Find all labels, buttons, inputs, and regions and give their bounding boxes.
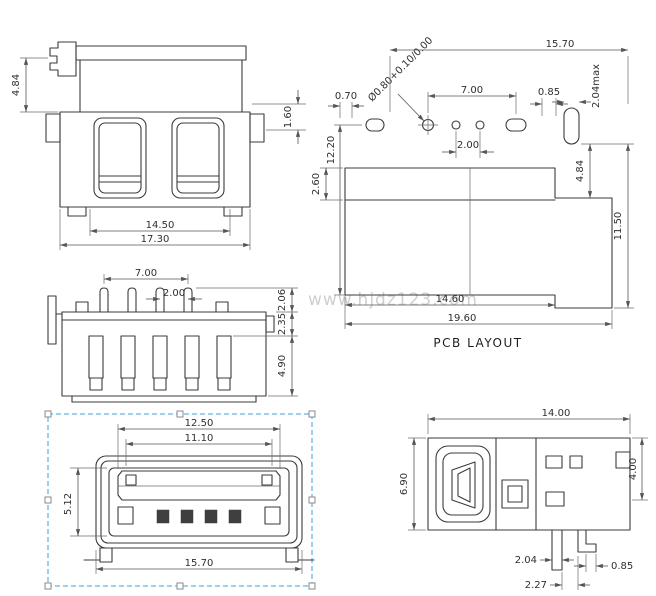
bottom-dim-body-depth: 4.90	[277, 355, 288, 377]
side-dim-leg-width: 2.04	[515, 555, 537, 566]
smt-leg-b	[577, 529, 597, 553]
hole-3	[475, 120, 485, 130]
pad-right	[505, 118, 527, 132]
selection-handle[interactable]	[176, 410, 184, 418]
bottom-dim-shoulder: 2.35	[277, 313, 288, 335]
selection-handle[interactable]	[44, 410, 52, 418]
slot-pad	[563, 107, 580, 145]
pcb-dim-offset-right: 0.85	[538, 87, 560, 98]
shell-outline	[95, 455, 303, 549]
bottom-dim-pin-pitch: 2.00	[163, 288, 185, 299]
front-dim-tongue-width: 12.50	[185, 418, 214, 429]
selection-handle[interactable]	[308, 582, 316, 590]
selection-handle[interactable]	[308, 410, 316, 418]
contact-pad	[180, 509, 194, 524]
pad-left	[365, 118, 385, 132]
hole-2	[451, 120, 461, 130]
pcb-dim-right-height: 11.50	[613, 212, 624, 241]
top-shell-view: 4.84 1.60 14.50 17.30	[11, 41, 306, 250]
front-dim-overall-width: 15.70	[185, 558, 214, 569]
front-dim-opening-width: 11.10	[185, 433, 214, 444]
side-dim-height: 6.90	[399, 473, 410, 495]
side-view: 14.00 6.90 4.00 2.04 0.85	[399, 408, 648, 591]
top-dim-lip-height: 1.60	[283, 106, 294, 128]
pin-4	[183, 287, 193, 313]
side-dim-upper-height: 4.00	[628, 458, 639, 480]
pcb-dim-total-width: 19.60	[448, 313, 477, 324]
selection-handle[interactable]	[44, 496, 52, 504]
side-body	[427, 437, 631, 531]
smt-leg-a	[551, 529, 563, 571]
bottom-dim-pin-height: 2.06	[277, 289, 288, 311]
pcb-layout-title: PCB LAYOUT	[433, 336, 522, 350]
side-dim-leg-pitch: 2.27	[525, 580, 547, 591]
port-opening	[108, 467, 290, 537]
latch-window-left	[93, 117, 147, 199]
pcb-dim-hole-dia: Ø0.80+0.10/0.00	[366, 35, 436, 105]
pcb-dim-left-height: 12.20	[326, 136, 337, 165]
side-dim-length: 14.00	[542, 408, 571, 419]
pcb-dim-body-width: 14.60	[436, 294, 465, 305]
top-dim-outer-width: 17.30	[141, 234, 170, 245]
pcb-dim-hole-pitch: 2.00	[457, 140, 479, 151]
pcb-dim-hole-span: 7.00	[461, 85, 483, 96]
pcb-dim-top-edge: 2.60	[311, 173, 322, 195]
selection-handle[interactable]	[308, 496, 316, 504]
selection-box[interactable]	[44, 410, 316, 590]
top-dim-back-height: 4.84	[11, 74, 22, 96]
side-dim-foot-height: 0.85	[611, 561, 633, 572]
tongue	[117, 470, 281, 501]
contact-pad	[204, 509, 218, 524]
bottom-terminal-view: 7.00 2.00 2.06 2.35 4.90	[47, 268, 298, 403]
pcb-dim-overall-width: 15.70	[546, 39, 575, 50]
pin-3	[155, 287, 165, 313]
front-dim-opening-height: 5.12	[63, 493, 74, 515]
pcb-outline	[344, 167, 613, 309]
pin-2	[127, 287, 137, 313]
front-view: 12.50 11.10 5.12 15.70	[44, 410, 316, 590]
pcb-dim-right-upper: 4.84	[575, 160, 586, 182]
selection-handle[interactable]	[176, 582, 184, 590]
contact-pad	[228, 509, 242, 524]
latch-window-right	[171, 117, 225, 199]
pcb-dim-slot-width: 2.04max	[591, 64, 602, 108]
pcb-dim-offset-left: 0.70	[335, 91, 357, 102]
contact-pad	[156, 509, 170, 524]
top-dim-inner-width: 14.50	[146, 220, 175, 231]
bottom-dim-pin-span: 7.00	[135, 268, 157, 279]
selection-handle[interactable]	[44, 582, 52, 590]
pin-1	[99, 287, 109, 313]
